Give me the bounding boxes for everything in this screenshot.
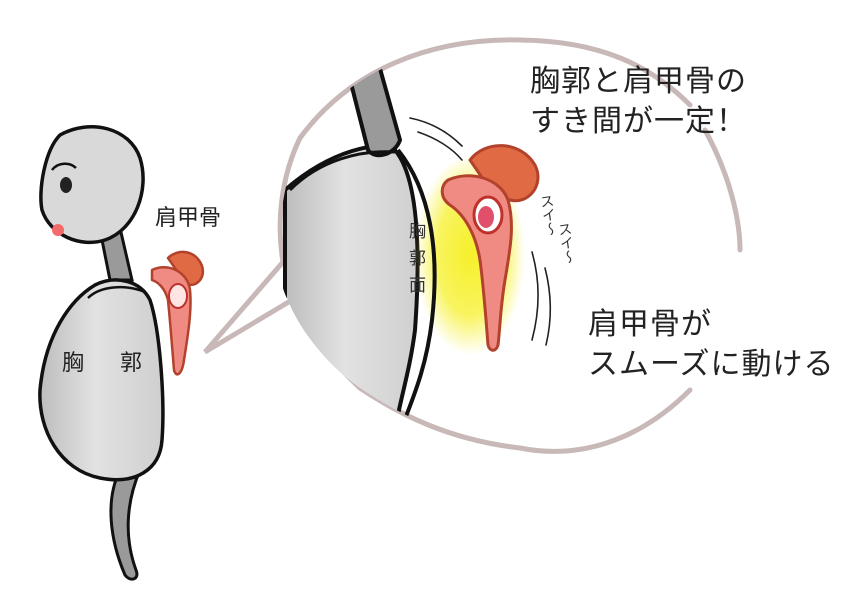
motion-lines [409, 117, 552, 346]
cheek-icon [52, 224, 64, 236]
speech-top-line1: 胸郭と肩甲骨の [530, 64, 747, 99]
small-figure [38, 125, 205, 581]
zoom-scapula [440, 144, 540, 352]
zoom-thorax [283, 144, 420, 432]
speech-bottom-line1: 肩甲骨が [588, 307, 712, 342]
thorax-label-left: 胸 [62, 351, 85, 376]
speech-top-line2: すき間が一定！ [530, 104, 747, 139]
speech-bottom-line2: スムーズに動ける [588, 347, 835, 382]
thorax-surface-label: 胸郭面 [405, 222, 425, 303]
small-head [39, 125, 145, 245]
thorax-label-right: 郭 [120, 351, 143, 376]
scapula-label: 肩甲骨 [155, 206, 222, 231]
small-scapula [150, 250, 205, 376]
eye-icon [60, 177, 72, 193]
small-thorax [38, 278, 165, 482]
